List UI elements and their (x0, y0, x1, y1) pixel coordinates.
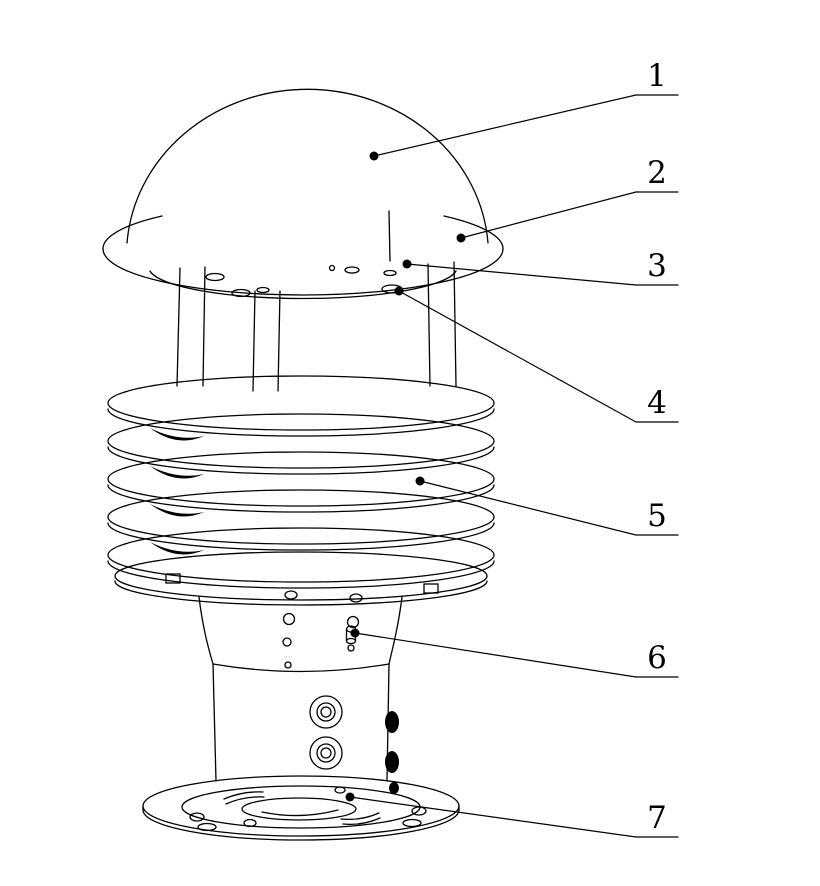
callout-anchor-dot-2 (456, 233, 466, 243)
base-plate (142, 775, 460, 841)
callout-leader-6 (354, 632, 637, 678)
callout-layer: 1 2 3 4 5 6 7 (345, 58, 679, 838)
support-posts (176, 261, 457, 392)
callout-label-3: 3 (647, 248, 667, 284)
callout-anchor-dot-6 (350, 628, 360, 638)
callout-anchor-dot-4 (394, 286, 404, 296)
callout-label-2: 2 (647, 155, 667, 191)
callout-anchor-dot-1 (369, 151, 379, 161)
dome-cover (126, 88, 489, 262)
side-ports (385, 711, 399, 794)
callout-leader-5 (419, 480, 637, 536)
top-ring (102, 215, 504, 300)
callout-leader-1 (373, 94, 637, 157)
body-details (282, 590, 363, 770)
callout-anchor-dot-3 (402, 259, 412, 269)
louver-gaps (150, 428, 204, 555)
callout-leader-3 (406, 263, 637, 286)
louver-shield (107, 375, 495, 606)
callout-label-4: 4 (647, 385, 667, 421)
body-housing (198, 596, 403, 782)
callout-anchor-dot-7 (345, 792, 355, 802)
callout-label-6: 6 (647, 640, 667, 676)
callout-label-7: 7 (647, 800, 667, 836)
callout-label-5: 5 (647, 498, 667, 534)
callout-leader-4 (398, 290, 637, 423)
callout-label-1: 1 (647, 58, 667, 94)
callout-leader-2 (460, 191, 637, 239)
callout-anchor-dot-5 (415, 476, 425, 486)
callout-leader-7 (349, 796, 637, 838)
